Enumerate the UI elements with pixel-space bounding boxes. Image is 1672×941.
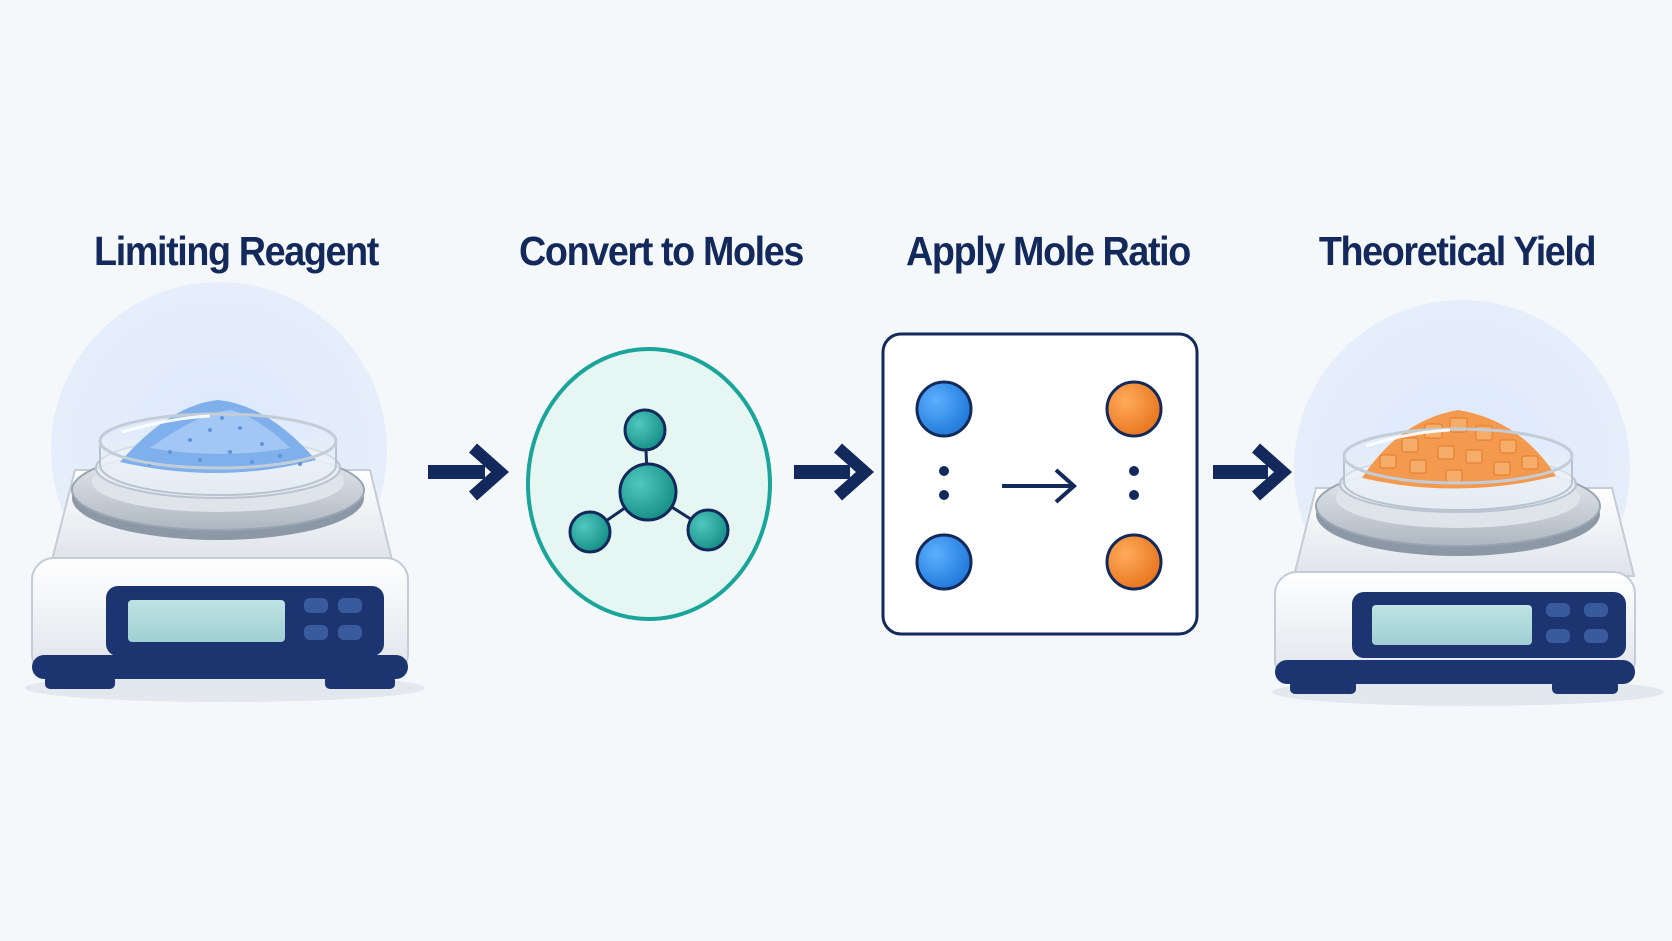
molecule-icon [526, 347, 772, 621]
mole-ratio-icon [881, 332, 1199, 636]
scale-display [1372, 605, 1532, 645]
arrow-right-icon [428, 443, 510, 501]
product-particle [1105, 533, 1163, 591]
scale-with-blue-powder-icon [25, 282, 425, 702]
step-title-limiting-reagent: Limiting Reagent [94, 228, 379, 274]
ratio-arrow-icon [1002, 468, 1078, 504]
arrow-right-icon [1213, 443, 1293, 501]
arrow-right-icon [794, 443, 875, 501]
step-title-convert-to-moles: Convert to Moles [519, 228, 804, 274]
reactant-particle [915, 380, 973, 438]
scale-display [128, 600, 285, 642]
reactant-particle [915, 533, 973, 591]
product-particle [1105, 380, 1163, 438]
step-title-theoretical-yield: Theoretical Yield [1318, 228, 1597, 274]
scale-with-orange-product-icon [1272, 300, 1664, 706]
step-title-apply-mole-ratio: Apply Mole Ratio [906, 228, 1191, 274]
